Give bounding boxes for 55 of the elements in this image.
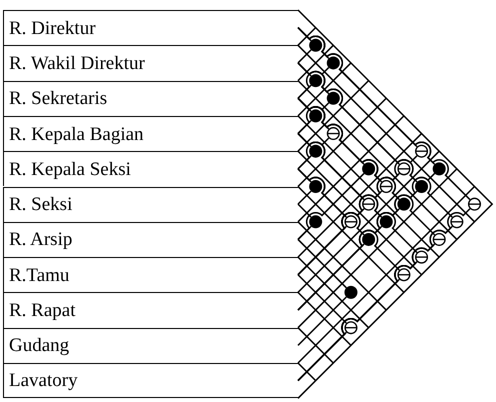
filled-dot	[415, 180, 428, 193]
filled-dot	[397, 198, 410, 211]
room-row: R. Sekretaris	[3, 80, 298, 116]
barred-circle	[415, 144, 428, 158]
barred-circle	[397, 268, 410, 282]
filled-dot	[326, 56, 340, 70]
connector-line	[297, 155, 312, 170]
filled-dot	[309, 109, 322, 122]
barred-circle	[450, 215, 464, 228]
room-row: R. Kepala Seksi	[3, 151, 298, 186]
connector-line	[297, 120, 312, 134]
room-row: R. Rapat	[3, 292, 298, 328]
connector-line	[297, 244, 365, 311]
filled-dot	[380, 215, 393, 228]
connector-line	[297, 296, 347, 346]
room-row: R. Arsip	[3, 222, 298, 258]
connector-line	[297, 332, 347, 382]
connector-line	[297, 226, 312, 240]
barred-circle	[432, 232, 446, 246]
filled-dot	[326, 92, 340, 105]
room-row: R. Seksi	[3, 186, 298, 222]
connector-line	[297, 274, 347, 324]
barred-circle	[380, 180, 393, 193]
connector-line	[297, 133, 418, 254]
room-row: R. Kepala Bagian	[3, 116, 298, 152]
room-row: Gudang	[3, 328, 298, 363]
filled-dot	[344, 286, 358, 299]
room-row: R. Wakil Direktur	[3, 45, 298, 81]
room-row: R.Tamu	[3, 257, 298, 292]
barred-circle	[344, 321, 358, 334]
connector-line	[297, 98, 436, 236]
connector-line	[297, 190, 312, 205]
barred-circle	[362, 198, 376, 211]
connector-line	[297, 226, 347, 276]
filled-dot	[309, 180, 322, 193]
filled-dot	[432, 162, 446, 176]
barred-circle	[468, 198, 481, 211]
room-row: Lavatory	[3, 363, 298, 398]
barred-circle	[344, 215, 358, 228]
connector-line	[297, 238, 347, 288]
filled-dot	[309, 144, 322, 158]
room-row: R. Direktur	[3, 10, 298, 46]
filled-dot	[362, 232, 376, 246]
connector-line	[297, 27, 470, 200]
barred-circle	[326, 127, 340, 140]
filled-dot	[362, 162, 376, 176]
barred-circle	[415, 250, 428, 264]
connector-line	[297, 49, 312, 64]
connector-line	[297, 84, 312, 99]
connector-line	[297, 204, 312, 218]
filled-dot	[309, 215, 322, 228]
filled-dot	[309, 38, 322, 52]
barred-circle	[397, 162, 410, 176]
filled-dot	[309, 74, 322, 88]
connector-line	[297, 62, 453, 218]
